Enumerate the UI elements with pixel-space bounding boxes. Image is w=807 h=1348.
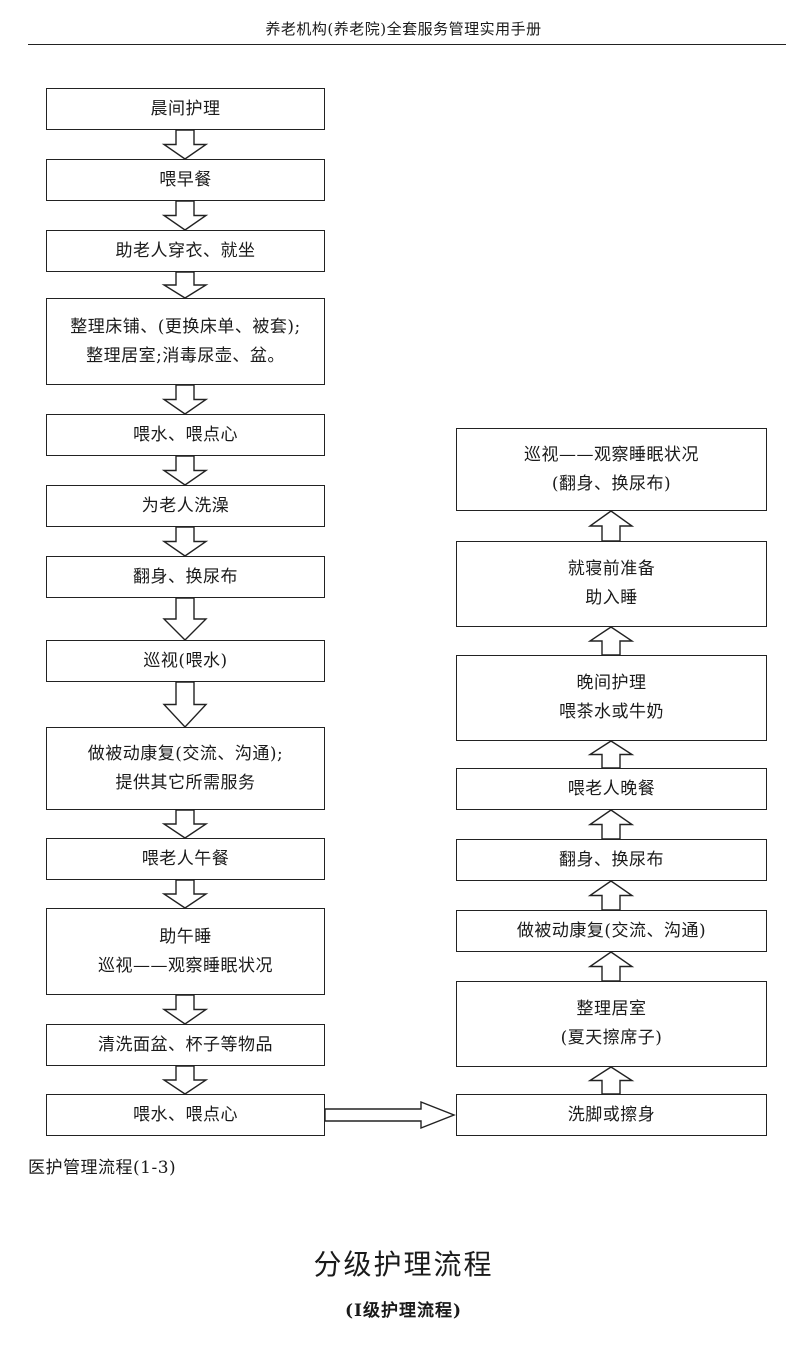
step-line: 晨间护理 <box>150 98 221 119</box>
up-arrow-icon <box>587 1066 635 1095</box>
up-arrow-icon <box>587 951 635 982</box>
down-arrow-icon <box>161 879 209 909</box>
step-line: 喂水、喂点心 <box>133 1104 238 1125</box>
down-arrow-icon <box>161 200 209 231</box>
flow-step-patrol: 巡视(喂水) <box>46 640 325 682</box>
down-arrow-icon <box>162 681 208 729</box>
down-arrow-icon <box>161 526 209 557</box>
flow-step-bathing: 为老人洗澡 <box>46 485 325 527</box>
step-line: 巡视(喂水) <box>143 650 228 671</box>
down-arrow-icon <box>161 1065 209 1095</box>
step-line: 提供其它所需服务 <box>115 772 256 793</box>
down-arrow-icon <box>161 809 209 839</box>
step-line: 喂茶水或牛奶 <box>559 702 664 722</box>
page-header: 养老机构(养老院)全套服务管理实用手册 <box>265 20 542 38</box>
up-arrow-icon <box>587 510 635 542</box>
down-arrow-icon <box>161 271 209 299</box>
flow-step-turn-diaper-evening: 翻身、换尿布 <box>456 839 767 881</box>
up-arrow-icon <box>587 740 635 769</box>
step-line: 喂水、喂点心 <box>133 424 238 445</box>
section-subtitle: (Ⅰ级护理流程) <box>344 1301 463 1321</box>
step-line: 做被动康复(交流、沟通); <box>87 743 284 764</box>
down-arrow-icon <box>161 384 209 415</box>
up-arrow-icon <box>587 626 635 656</box>
flow-step-bed-making: 整理床铺、(更换床单、被套); 整理居室;消毒尿壶、盆。 <box>46 298 325 385</box>
flow-step-rehab: 做被动康复(交流、沟通); 提供其它所需服务 <box>46 727 325 810</box>
flow-step-foot-wash: 洗脚或擦身 <box>456 1094 767 1136</box>
flow-step-night-patrol: 巡视——观察睡眠状况 (翻身、换尿布) <box>456 428 767 511</box>
flow-step-lunch: 喂老人午餐 <box>46 838 325 880</box>
step-line: 翻身、换尿布 <box>559 849 664 870</box>
step-line: 助老人穿衣、就坐 <box>115 240 256 261</box>
step-line: 喂老人晚餐 <box>567 778 656 799</box>
flow-step-dinner: 喂老人晚餐 <box>456 768 767 810</box>
step-line: 翻身、换尿布 <box>133 566 238 587</box>
step-line: 为老人洗澡 <box>141 495 230 516</box>
flow-step-tidy-room: 整理居室 (夏天擦席子) <box>456 981 767 1067</box>
step-line: 整理床铺、(更换床单、被套); <box>70 316 301 337</box>
step-line: 整理居室;消毒尿壶、盆。 <box>86 345 285 366</box>
step-line: 整理居室 <box>576 999 647 1019</box>
up-arrow-icon <box>587 880 635 911</box>
down-arrow-icon <box>162 597 208 641</box>
flow-step-morning-care: 晨间护理 <box>46 88 325 130</box>
flow-step-dressing: 助老人穿衣、就坐 <box>46 230 325 272</box>
step-line: (夏天擦席子) <box>560 1028 663 1048</box>
step-line: 喂早餐 <box>159 169 212 190</box>
flow-step-bedtime-prep: 就寝前准备 助入睡 <box>456 541 767 627</box>
flow-step-afternoon-snack: 喂水、喂点心 <box>46 1094 325 1136</box>
figure-caption: 医护管理流程(1-3) <box>28 1158 177 1178</box>
step-line: 清洗面盆、杯子等物品 <box>98 1034 273 1055</box>
step-line: (翻身、换尿布) <box>551 473 672 494</box>
section-title: 分级护理流程 <box>313 1248 494 1281</box>
step-line: 巡视——观察睡眠状况 <box>524 444 699 465</box>
step-line: 助入睡 <box>585 588 638 608</box>
flow-step-breakfast: 喂早餐 <box>46 159 325 201</box>
right-arrow-icon <box>324 1100 456 1130</box>
step-line: 助午睡 <box>159 926 212 947</box>
step-line: 洗脚或擦身 <box>567 1104 656 1125</box>
down-arrow-icon <box>161 129 209 160</box>
down-arrow-icon <box>161 994 209 1025</box>
flow-step-rehab-evening: 做被动康复(交流、沟通) <box>456 910 767 952</box>
step-line: 巡视——观察睡眠状况 <box>98 955 273 976</box>
flow-step-cleaning: 清洗面盆、杯子等物品 <box>46 1024 325 1066</box>
step-line: 晚间护理 <box>576 673 647 693</box>
down-arrow-icon <box>161 455 209 486</box>
flow-step-turn-diaper: 翻身、换尿布 <box>46 556 325 598</box>
flow-step-nap: 助午睡 巡视——观察睡眠状况 <box>46 908 325 995</box>
header-rule <box>28 44 786 45</box>
flow-step-evening-care: 晚间护理 喂茶水或牛奶 <box>456 655 767 741</box>
up-arrow-icon <box>587 809 635 840</box>
flow-step-water-snack: 喂水、喂点心 <box>46 414 325 456</box>
step-line: 做被动康复(交流、沟通) <box>516 920 707 941</box>
step-line: 就寝前准备 <box>567 559 656 579</box>
step-line: 喂老人午餐 <box>141 848 230 869</box>
